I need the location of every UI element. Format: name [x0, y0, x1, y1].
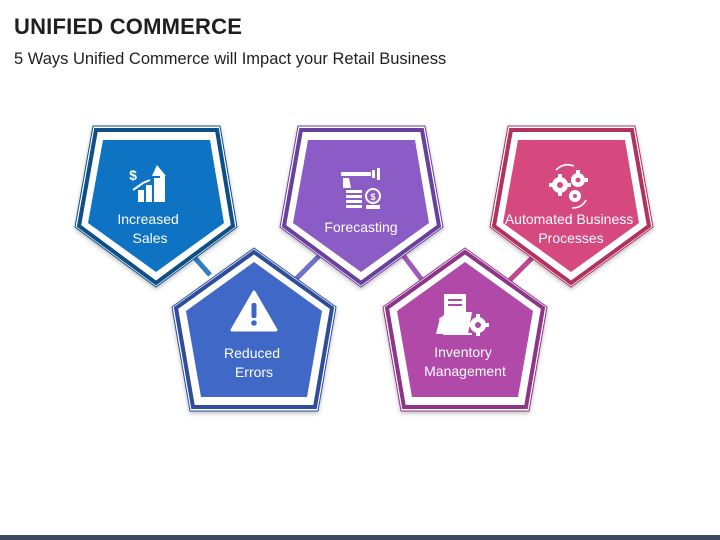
label-line: Automated Business: [505, 211, 633, 227]
label-line: Reduced: [224, 345, 280, 361]
node-reduced-errors-border: [173, 249, 335, 409]
node-automated-business-processes: [489, 125, 654, 288]
inventory-icon: [436, 294, 489, 336]
node-automated-business-processes-fill: [503, 140, 639, 272]
page-title: UNIFIED COMMERCE: [14, 14, 243, 39]
label-automated-business-processes: Automated Business Processes: [505, 211, 637, 246]
connector-errors-forecasting: [293, 253, 322, 282]
svg-text:$: $: [370, 192, 375, 202]
page-subtitle: 5 Ways Unified Commerce will Impact your…: [14, 50, 447, 68]
label-increased-sales: Increased Sales: [117, 211, 182, 246]
label-line: Inventory: [434, 344, 492, 360]
node-labels: Increased Sales Reduced Errors Forecasti…: [117, 211, 637, 380]
label-inventory-management: Inventory Management: [424, 344, 506, 379]
label-line: Sales: [132, 230, 167, 246]
bottom-bar: [0, 535, 720, 540]
connector-forecasting-inventory: [401, 253, 424, 282]
gears-icon: [549, 163, 588, 209]
node-increased-sales-border: [76, 128, 236, 286]
label-line: Processes: [538, 230, 603, 246]
label-line: Forecasting: [324, 219, 397, 235]
label-line: Errors: [235, 364, 273, 380]
node-increased-sales: [74, 125, 238, 288]
warning-icon: [230, 290, 278, 332]
sales-growth-icon: $: [129, 165, 166, 202]
node-automated-business-processes-border: [491, 128, 652, 286]
forecasting-icon: $: [341, 168, 381, 209]
node-forecasting-border: [281, 128, 442, 286]
label-reduced-errors: Reduced Errors: [224, 345, 284, 380]
node-increased-sales-fill: [88, 140, 224, 272]
label-line: Increased: [117, 211, 178, 227]
node-inventory-management-border: [384, 249, 546, 409]
svg-text:$: $: [129, 167, 137, 183]
label-line: Management: [424, 363, 506, 379]
label-forecasting: Forecasting: [324, 219, 397, 235]
connector-inventory-automated: [508, 256, 534, 282]
